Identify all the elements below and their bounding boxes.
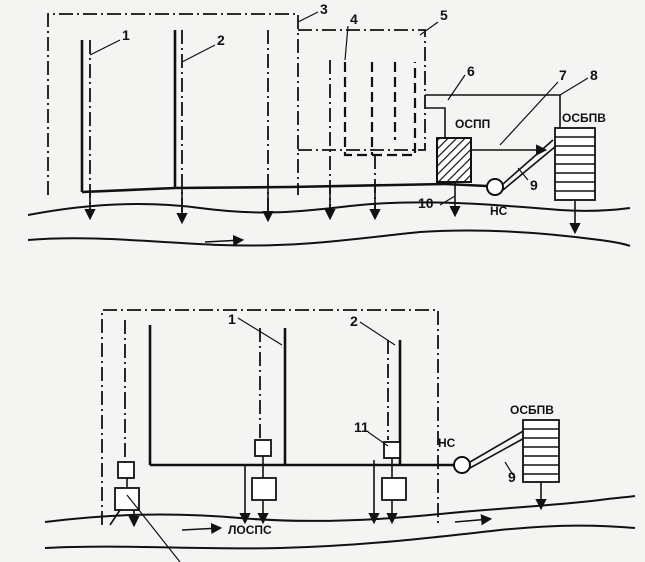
label-lospc: ЛОСПС bbox=[228, 523, 272, 537]
top-leader-lines bbox=[89, 11, 589, 206]
top-enterprise-boundary bbox=[47, 13, 299, 195]
label-2: 2 bbox=[217, 32, 225, 48]
osbpv-stack-bottom-lines bbox=[523, 428, 559, 475]
top-scheme: 1 2 3 4 5 6 7 8 9 10 ОСПП ОСБПВ НС bbox=[27, 1, 631, 247]
local-box-a2 bbox=[114, 487, 140, 511]
label-ns-bottom: НС bbox=[438, 436, 456, 450]
ospp-box bbox=[436, 137, 472, 183]
bottom-enterprise-boundary bbox=[101, 309, 439, 525]
label-11: 11 bbox=[354, 419, 369, 435]
label-6: 6 bbox=[467, 63, 475, 79]
label-osbpv-bottom: ОСБПВ bbox=[510, 403, 554, 417]
bottom-river-flow-arrow2 bbox=[454, 514, 493, 526]
top-river-lower bbox=[27, 229, 631, 247]
bottom-leader-lines bbox=[126, 317, 514, 562]
label-2-bottom: 2 bbox=[350, 313, 358, 329]
label-1: 1 bbox=[122, 27, 130, 43]
bottom-pump-to-osbpv bbox=[469, 429, 529, 469]
label-3: 3 bbox=[320, 1, 328, 17]
local-box-a1 bbox=[117, 461, 135, 479]
label-5: 5 bbox=[440, 7, 448, 23]
local-box-b1 bbox=[254, 439, 272, 457]
collector-to-pump bbox=[444, 182, 488, 188]
label-ospp: ОСПП bbox=[455, 117, 490, 131]
bottom-river-lower bbox=[44, 524, 636, 550]
label-9: 9 bbox=[530, 177, 538, 193]
label-10: 10 bbox=[418, 195, 434, 211]
osbpv-stack-bottom bbox=[522, 419, 560, 483]
main-collector bbox=[81, 182, 446, 194]
network-4-inner bbox=[370, 62, 397, 155]
pump-to-osbpv bbox=[502, 139, 557, 191]
top-river-flow-arrow bbox=[204, 234, 245, 247]
network-4-dashed bbox=[343, 62, 417, 157]
top-workshop-boundary bbox=[298, 29, 426, 151]
bottom-river-flow-arrow bbox=[181, 522, 223, 535]
bottom-river-upper bbox=[44, 495, 636, 523]
local-box-b2 bbox=[251, 477, 277, 501]
label-1-bottom: 1 bbox=[228, 311, 236, 327]
local-box-c2 bbox=[381, 477, 407, 501]
label-7: 7 bbox=[559, 67, 567, 83]
label-osbpv-top: ОСБПВ bbox=[562, 111, 606, 125]
label-9-bottom: 9 bbox=[508, 469, 516, 485]
bottom-scheme: 1 2 11 9 НС ОСБПВ ЛОСПС bbox=[44, 309, 636, 562]
osbpv-stack-top-lines bbox=[555, 136, 595, 192]
pump-ns-bottom bbox=[453, 456, 471, 474]
pump-ns-top bbox=[486, 178, 504, 196]
label-8: 8 bbox=[590, 67, 598, 83]
label-ns-top: НС bbox=[490, 204, 508, 218]
pipe-6 bbox=[425, 107, 446, 140]
label-4: 4 bbox=[350, 11, 358, 27]
top-river-upper bbox=[27, 201, 631, 216]
